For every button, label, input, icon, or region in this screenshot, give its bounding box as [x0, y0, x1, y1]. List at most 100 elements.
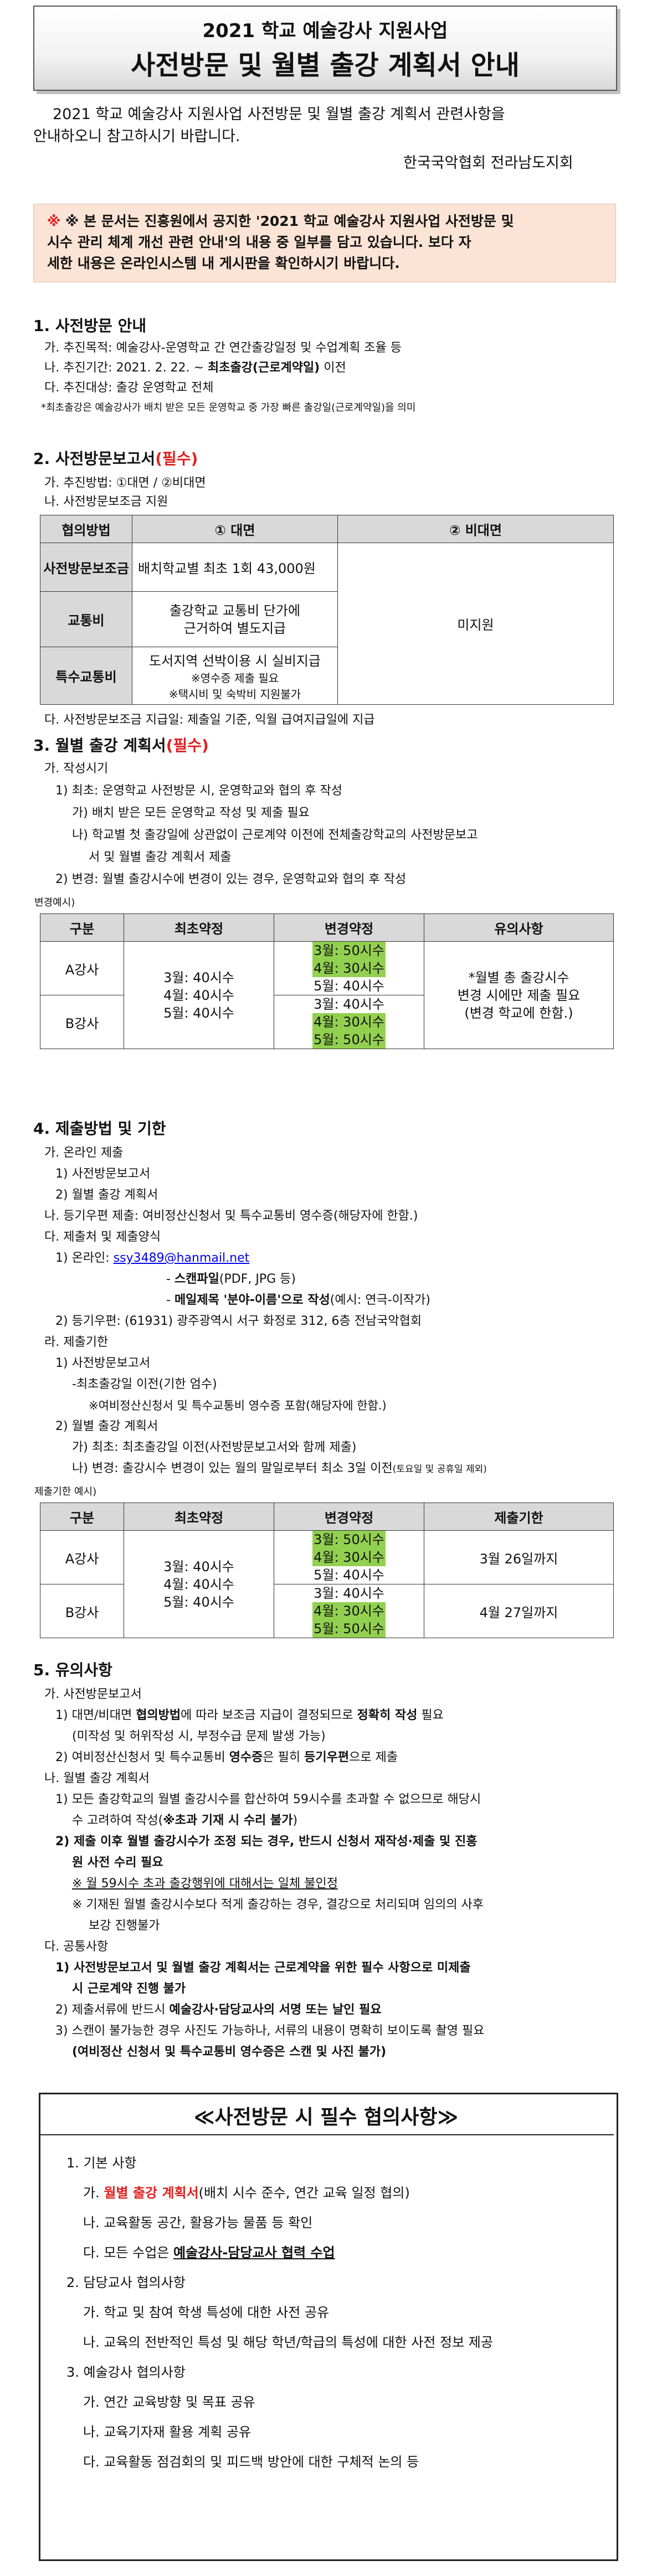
notice-line-1: ※ ※ 본 문서는 진흥원에서 공지한 '2021 학교 예술강사 지원사업 사… — [47, 213, 514, 229]
s1-a: 가. 추진목적: 예술강사-운영학교 간 연간출강일정 및 수업계획 조율 등 — [44, 341, 402, 355]
s2-b: 나. 사전방문보조금 지원 — [44, 495, 168, 509]
s4-d2b: 나) 변경: 출강시수 변경이 있는 월의 말일로부터 최소 3일 이전(토요일… — [72, 1462, 487, 1475]
email-link[interactable]: ssy3489@hanmail.net — [113, 1251, 250, 1265]
s3-i2: 2) 변경: 월별 출강시수에 변경이 있는 경우, 운영학교와 협의 후 작성 — [55, 873, 407, 886]
s4-d1: 1) 사전방문보고서 — [55, 1356, 151, 1370]
s4-c1: 1) 온라인: ssy3489@hanmail.net — [55, 1251, 250, 1265]
s4-d2a: 가) 최초: 최초출강일 이전(사전방문보고서와 함께 제출) — [72, 1441, 357, 1454]
s5-c1a: 1) 사전방문보고서 및 월별 출강 계획서는 근로계약을 위한 필수 사항으로… — [55, 1961, 471, 1975]
de-header-type: 구분 — [40, 1503, 124, 1531]
s5-c3b: (여비정산 신청서 및 특수교통비 영수증은 스캔 및 사진 불가) — [72, 2045, 387, 2059]
s4-b: 나. 등기우편 제출: 여비정산신청서 및 특수교통비 영수증(해당자에 한함.… — [44, 1209, 418, 1223]
required-consultation-title: ≪사전방문 시 필수 협의사항≫ — [193, 2106, 459, 2129]
s5-b1b: 수 고려하여 작성(※초과 기재 시 수리 불가) — [72, 1814, 298, 1828]
intro-line-2: 안내하오니 참고하시기 바랍니다. — [33, 128, 240, 145]
box-i2: 2. 담당교사 협의사항 — [66, 2275, 186, 2290]
title-banner: 2021 학교 예술강사 지원사업 사전방문 및 월별 출강 계획서 안내 — [33, 6, 617, 91]
de-row-a: A강사 — [40, 1530, 124, 1584]
s2-a: 가. 추진방법: ①대면 / ②비대면 — [44, 476, 206, 490]
de-header-changed: 변경약정 — [274, 1503, 424, 1531]
s5-c1b: 시 근로계약 진행 불가 — [72, 1982, 186, 1996]
notice-box: ※ ※ 본 문서는 진흥원에서 공지한 '2021 학교 예술강사 지원사업 사… — [33, 204, 616, 282]
de-changed-a: 3월: 50시수 4월: 30시수 5월: 40시수 — [274, 1530, 424, 1584]
transport-label: 교통비 — [40, 591, 132, 647]
box-i3: 3. 예술강사 협의사항 — [66, 2365, 186, 2380]
section-4-title: 4. 제출방법 및 기한 — [33, 1119, 166, 1138]
notice-line-3: 세한 내용은 온라인시스템 내 게시판을 확인하시기 바랍니다. — [47, 255, 400, 271]
s3-i1: 1) 최초: 운영학교 사전방문 시, 운영학교와 협의 후 작성 — [55, 784, 342, 798]
s4-d2: 2) 월별 출강 계획서 — [55, 1419, 158, 1433]
subsidy-row-label: 사전방문보조금 — [40, 543, 132, 592]
de-deadline-b: 4월 27일까지 — [424, 1584, 614, 1638]
title-line-1: 2021 학교 예술강사 지원사업 — [202, 20, 448, 42]
s4-c1a: - 스캔파일(PDF, JPG 등) — [166, 1272, 296, 1286]
ce-row-a: A강사 — [40, 941, 124, 995]
subsidy-row-value: 배치학교별 최초 1회 43,000원 — [132, 543, 338, 592]
s3-i1a: 가) 배치 받은 모든 운영학교 작성 및 제출 필요 — [72, 806, 310, 820]
nonface-not-supported: 미지원 — [337, 543, 614, 705]
ce-header-type: 구분 — [40, 913, 124, 942]
subsidy-header-method: 협의방법 — [40, 515, 132, 543]
ce-changed-b: 3월: 40시수 4월: 30시수 5월: 50시수 — [274, 995, 424, 1049]
de-header-initial: 최초약정 — [124, 1503, 274, 1531]
s3-a: 가. 작성시기 — [44, 762, 109, 776]
s4-d1a: -최초출강일 이전(기한 엄수) — [72, 1377, 217, 1391]
s1-note: *최초출강은 예술강사가 배치 받은 모든 운영학교 중 가장 빠른 출강일(근… — [41, 402, 416, 414]
s4-a1: 1) 사전방문보고서 — [55, 1167, 151, 1181]
box-i1b: 나. 교육활동 공간, 활용가능 물품 등 확인 — [83, 2215, 313, 2231]
de-changed-b: 3월: 40시수 4월: 30시수 5월: 50시수 — [274, 1584, 424, 1638]
s4-a2: 2) 월별 출강 계획서 — [55, 1188, 158, 1202]
s5-c3a: 3) 스캔이 불가능한 경우 사진도 가능하나, 서류의 내용이 명확히 보이도… — [55, 2024, 485, 2038]
s5-c2: 2) 제출서류에 반드시 예술강사·담당교사의 서명 또는 날인 필요 — [55, 2003, 382, 2017]
s4-d1b: ※여비정산신청서 및 특수교통비 영수증 포함(해당자에 한함.) — [89, 1399, 387, 1412]
box-i2a: 가. 학교 및 참여 학생 특성에 대한 사전 공유 — [83, 2305, 330, 2320]
subsidy-header-nonface: ② 비대면 — [337, 515, 614, 543]
special-transport-label: 특수교통비 — [40, 647, 132, 705]
s4-c: 다. 제출처 및 제출양식 — [44, 1230, 161, 1244]
de-header-deadline: 제출기한 — [424, 1503, 614, 1531]
box-i3c: 다. 교육활동 점검회의 및 피드백 방안에 대한 구체적 논의 등 — [83, 2454, 419, 2470]
title-line-2: 사전방문 및 월별 출강 계획서 안내 — [131, 50, 520, 81]
section-2-title: 2. 사전방문보고서(필수) — [33, 450, 198, 468]
s5-b1: 1) 모든 출강학교의 월별 출강시수를 합산하여 59시수를 초과할 수 없으… — [55, 1793, 481, 1806]
s5-a1: 1) 대면/비대면 협의방법에 따라 보조금 지급이 결정되므로 정확히 작성 … — [55, 1708, 444, 1722]
special-transport-value: 도서지역 선박이용 시 실비지급 ※영수증 제출 필요 ※택시비 및 숙박비 지… — [132, 647, 338, 705]
s1-b: 나. 추진기간: 2021. 2. 22. ~ 최초출강(근로계약일) 이전 — [44, 361, 346, 375]
s5-b: 나. 월별 출강 계획서 — [44, 1772, 150, 1785]
box-i1a: 가. 월별 출강 계획서(배치 시수 준수, 연간 교육 일정 협의) — [83, 2185, 410, 2201]
ce-header-changed: 변경약정 — [274, 913, 424, 942]
box-i1c: 다. 모든 수업은 예술강사-담당교사 협력 수업 — [83, 2245, 335, 2260]
s3-i1b-2: 서 및 월별 출강 계획서 제출 — [89, 850, 232, 864]
ce-header-notes: 유의사항 — [424, 913, 614, 942]
s3-example-label: 변경예시) — [34, 897, 75, 908]
ce-row-b: B강사 — [40, 995, 124, 1049]
intro-organization: 한국국악협회 전라남도지회 — [403, 154, 573, 172]
box-divider — [40, 2134, 614, 2135]
s2-c: 다. 사전방문보조금 지급일: 제출일 기준, 익월 급여지급일에 지급 — [44, 713, 375, 727]
s5-a2: 2) 여비정산신청서 및 특수교통비 영수증은 필히 등기우편으로 제출 — [55, 1751, 398, 1764]
section-1-title: 1. 사전방문 안내 — [33, 317, 147, 335]
s5-b2a: 2) 제출 이후 월별 출강시수가 조정 되는 경우, 반드시 신청서 재작성·… — [55, 1835, 478, 1849]
subsidy-table: 협의방법 ① 대면 ② 비대면 사전방문보조금 배치학교별 최초 1회 43,0… — [40, 515, 614, 705]
ce-header-initial: 최초약정 — [124, 913, 274, 942]
s5-b2b: 원 사전 수리 필요 — [72, 1856, 163, 1870]
s4-c1b: - 메일제목 '분야-이름'으로 작성(예시: 연극-이작가) — [166, 1293, 430, 1307]
de-deadline-a: 3월 26일까지 — [424, 1530, 614, 1584]
s3-i1b-1: 나) 학교별 첫 출강일에 상관없이 근로계약 이전에 전체출강학교의 사전방문… — [72, 828, 478, 842]
s5-a: 가. 사전방문보고서 — [44, 1687, 142, 1701]
box-i3b: 나. 교육기자재 활용 계획 공유 — [83, 2424, 251, 2440]
de-row-b: B강사 — [40, 1584, 124, 1638]
s4-d: 라. 제출기한 — [44, 1335, 109, 1349]
box-i2b: 나. 교육의 전반적인 특성 및 해당 학년/학급의 특성에 대한 사전 정보 … — [83, 2335, 493, 2350]
ce-changed-a: 3월: 50시수 4월: 30시수 5월: 40시수 — [274, 941, 424, 995]
required-consultation-box — [39, 2093, 618, 2561]
intro-line-1: 2021 학교 예술강사 지원사업 사전방문 및 월별 출강 계획서 관련사항을 — [53, 106, 505, 123]
s5-b4b: 보강 진행불가 — [89, 1919, 160, 1933]
